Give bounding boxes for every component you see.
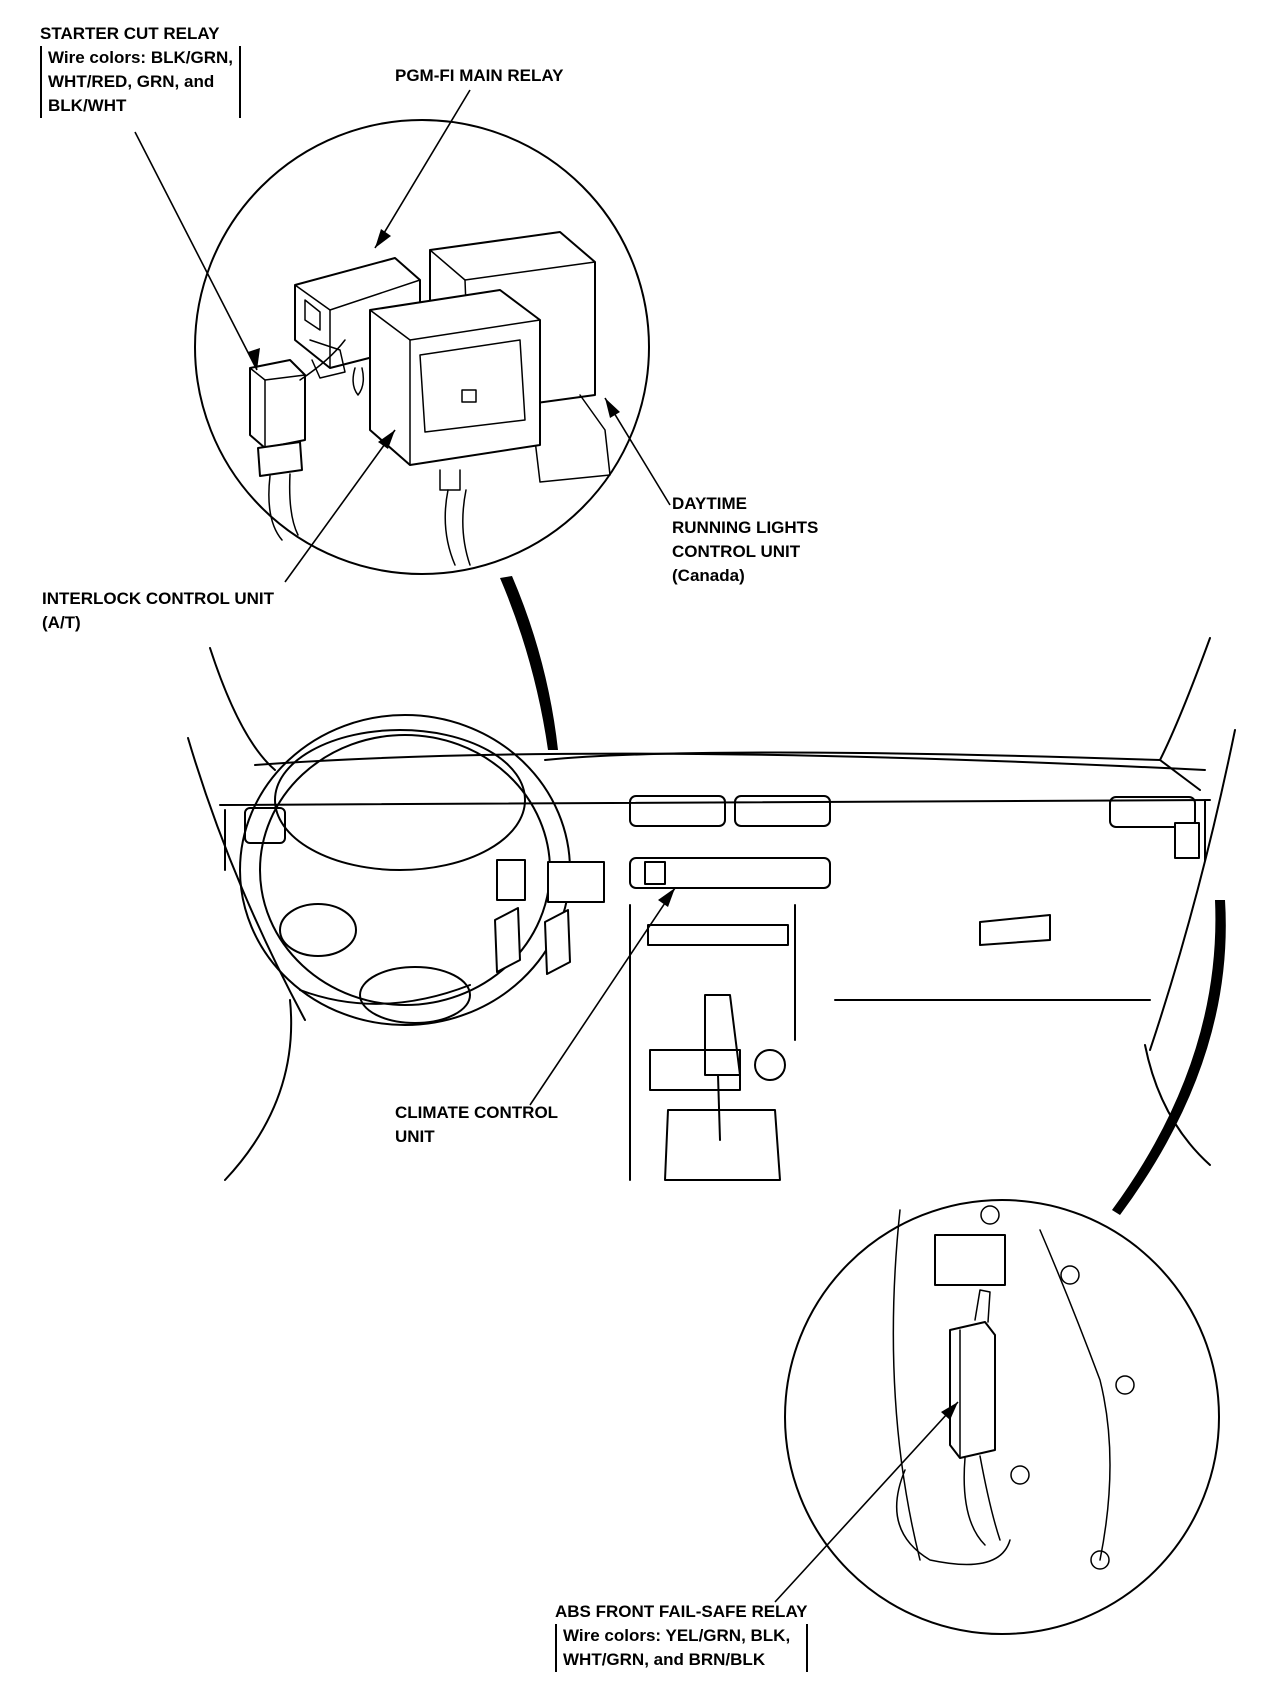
abs-front-fail-safe-relay-label: ABS FRONT FAIL-SAFE RELAY Wire colors: Y… — [555, 1600, 808, 1672]
starter-cut-relay-wire-line-1: Wire colors: BLK/GRN, — [48, 48, 233, 67]
daytime-running-lights-line-2: RUNNING LIGHTS — [672, 518, 819, 537]
interlock-control-unit-line-1: INTERLOCK CONTROL UNIT — [42, 589, 275, 608]
upper-detail-view — [194, 119, 650, 575]
starter-cut-relay-wire-colors: Wire colors: BLK/GRN, WHT/RED, GRN, and … — [40, 46, 241, 118]
daytime-running-lights-line-4: (Canada) — [672, 566, 745, 585]
climate-control-unit-line-2: UNIT — [395, 1127, 435, 1146]
abs-front-fail-safe-relay-drawing — [949, 1321, 996, 1459]
pgm-fi-main-relay-label: PGM-FI MAIN RELAY — [395, 66, 564, 85]
starter-cut-relay-wire-line-2: WHT/RED, GRN, and — [48, 72, 215, 91]
starter-cut-relay-wire-line-3: BLK/WHT — [48, 96, 127, 115]
lower-callout-band — [1112, 900, 1226, 1215]
starter-cut-relay-drawing — [249, 339, 346, 541]
interlock-control-unit-label: INTERLOCK CONTROL UNIT (A/T) — [42, 587, 274, 635]
daytime-running-lights-line-3: CONTROL UNIT — [672, 542, 801, 561]
upper-callout-band — [500, 576, 558, 750]
abs-front-fail-safe-relay-title: ABS FRONT FAIL-SAFE RELAY — [555, 1602, 808, 1621]
lower-detail-view — [784, 1199, 1220, 1635]
interlock-control-unit-line-2: (A/T) — [42, 613, 81, 632]
pointer-lines — [134, 89, 959, 1603]
abs-relay-bracket-drawing — [934, 1234, 1006, 1286]
upper-detail-circle — [194, 119, 650, 575]
climate-control-unit-label: CLIMATE CONTROL UNIT — [395, 1101, 558, 1149]
abs-wire-line-2: WHT/GRN, and BRN/BLK — [563, 1650, 766, 1669]
starter-cut-relay-label: STARTER CUT RELAY Wire colors: BLK/GRN, … — [40, 22, 241, 118]
climate-control-unit-line-1: CLIMATE CONTROL — [395, 1103, 559, 1122]
lower-detail-circle — [784, 1199, 1220, 1635]
abs-front-fail-safe-relay-wire-colors: Wire colors: YEL/GRN, BLK, WHT/GRN, and … — [555, 1624, 808, 1672]
daytime-running-lights-line-1: DAYTIME — [672, 494, 747, 513]
daytime-running-lights-label: DAYTIME RUNNING LIGHTS CONTROL UNIT (Can… — [672, 492, 818, 588]
dashboard-drawing — [187, 637, 1236, 1181]
abs-wire-line-1: Wire colors: YEL/GRN, BLK, — [563, 1626, 791, 1645]
interlock-control-unit-drawing — [369, 289, 541, 566]
starter-cut-relay-title: STARTER CUT RELAY — [40, 24, 220, 43]
